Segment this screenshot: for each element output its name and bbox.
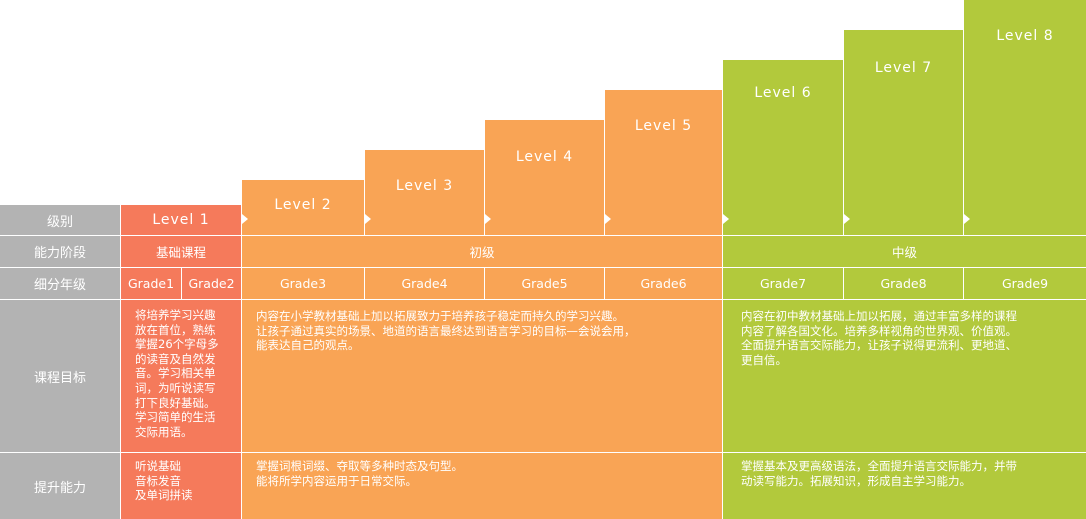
ability-intermediate-text: 掌握基本及更高级语法，全面提升语言交际能力，并带 动读写能力。拓展知识，形成自主… [741, 459, 1017, 488]
level-1-step: Level 1 [121, 205, 241, 235]
divider [843, 60, 844, 235]
ability-elementary-cell: 掌握词根词缀、夺取等多种时态及句型。 能将所学内容运用于日常交际。 [242, 453, 722, 519]
grade-6-text: Grade6 [640, 276, 687, 291]
stage-intermediate: 中级 [723, 236, 1086, 267]
level-1-label: Level 1 [152, 212, 210, 228]
row-header-grade-text: 细分年级 [33, 278, 86, 293]
grade-9-text: Grade9 [1001, 276, 1049, 291]
goal-intermediate-cell: 内容在初中教材基础上加以拓展，通过丰富多样的课程 内容了解各国文化。培养多样视角… [723, 300, 1086, 452]
grade-3-cell: Grade3 [242, 268, 364, 299]
stage-basic: 基础课程 [121, 236, 241, 267]
grade-7-cell: Grade7 [723, 268, 843, 299]
stage-basic-text: 基础课程 [155, 245, 206, 260]
level-4-step: Level 4 [485, 120, 604, 235]
grade-8-cell: Grade8 [844, 268, 963, 299]
goal-basic-cell: 将培养学习兴趣 放在首位，熟练 掌握26个字母多 的读音及自然发 音。学习相关单… [121, 300, 241, 452]
grade-2-text: Grade2 [188, 276, 235, 291]
level-7-label: Level 7 [874, 60, 933, 76]
stage-elementary-text: 初级 [469, 245, 495, 260]
level-8-step: Level 8 [964, 0, 1086, 235]
row-header-stage: 能力阶段 [0, 236, 120, 267]
divider [484, 150, 485, 235]
ability-elementary-text: 掌握词根词缀、夺取等多种时态及句型。 能将所学内容运用于日常交际。 [256, 459, 463, 488]
step-arrow-icon [485, 214, 491, 224]
grade-1-text: Grade1 [127, 276, 175, 291]
ability-basic-cell: 听说基础 音标发音 及单词拼读 [121, 453, 241, 519]
grade-4-text: Grade4 [401, 276, 448, 291]
row-header-goal-text: 课程目标 [33, 370, 86, 386]
divider [241, 205, 242, 235]
step-arrow-icon [605, 214, 611, 224]
grade-5-text: Grade5 [521, 276, 568, 291]
grade-7-text: Grade7 [759, 276, 807, 291]
ability-intermediate-cell: 掌握基本及更高级语法，全面提升语言交际能力，并带 动读写能力。拓展知识，形成自主… [723, 453, 1086, 519]
stage-intermediate-text: 中级 [891, 245, 917, 260]
goal-intermediate-text: 内容在初中教材基础上加以拓展，通过丰富多样的课程 内容了解各国文化。培养多样视角… [741, 309, 1017, 367]
row-header-goal: 课程目标 [0, 300, 120, 452]
divider [364, 180, 365, 235]
grade-4-cell: Grade4 [365, 268, 484, 299]
step-arrow-icon [723, 214, 729, 224]
grade-8-text: Grade8 [880, 276, 927, 291]
divider [963, 30, 964, 235]
goal-basic-text: 将培养学习兴趣 放在首位，熟练 掌握26个字母多 的读音及自然发 音。学习相关单… [135, 308, 219, 439]
row-header-grade: 细分年级 [0, 268, 120, 299]
step-arrow-icon [365, 214, 371, 224]
level-2-label: Level 2 [274, 197, 332, 213]
level-3-label: Level 3 [395, 178, 454, 194]
level-6-step: Level 6 [723, 60, 843, 235]
grade-3-text: Grade3 [279, 276, 327, 291]
grade-6-cell: Grade6 [605, 268, 722, 299]
level-3-step: Level 3 [365, 150, 484, 235]
grade-1-cell: Grade1 [121, 268, 181, 299]
grade-9-cell: Grade9 [964, 268, 1086, 299]
row-header-stage-text: 能力阶段 [33, 246, 86, 261]
level-2-step: Level 2 [242, 180, 364, 235]
goal-elementary-cell: 内容在小学教材基础上加以拓展致力于培养孩子稳定而持久的学习兴趣。 让孩子通过真实… [242, 300, 722, 452]
level-8-label: Level 8 [996, 28, 1054, 44]
divider [722, 90, 723, 235]
level-5-label: Level 5 [634, 118, 693, 134]
step-arrow-icon [242, 214, 248, 224]
ability-basic-text: 听说基础 音标发音 及单词拼读 [135, 459, 193, 503]
level-5-step: Level 5 [605, 90, 722, 235]
grade-5-cell: Grade5 [485, 268, 604, 299]
divider [604, 120, 605, 235]
row-header-ability: 提升能力 [0, 453, 120, 519]
stage-elementary: 初级 [242, 236, 722, 267]
row-header-level: 级别 [0, 205, 120, 235]
step-arrow-icon [844, 214, 850, 224]
row-header-ability-text: 提升能力 [33, 480, 86, 496]
goal-elementary-text: 内容在小学教材基础上加以拓展致力于培养孩子稳定而持久的学习兴趣。 让孩子通过真实… [256, 309, 636, 353]
level-7-step: Level 7 [844, 30, 963, 235]
row-header-level-text: 级别 [46, 214, 73, 230]
level-4-label: Level 4 [515, 149, 574, 165]
step-arrow-icon [964, 214, 970, 224]
grade-2-cell: Grade2 [182, 268, 241, 299]
level-6-label: Level 6 [754, 85, 812, 101]
